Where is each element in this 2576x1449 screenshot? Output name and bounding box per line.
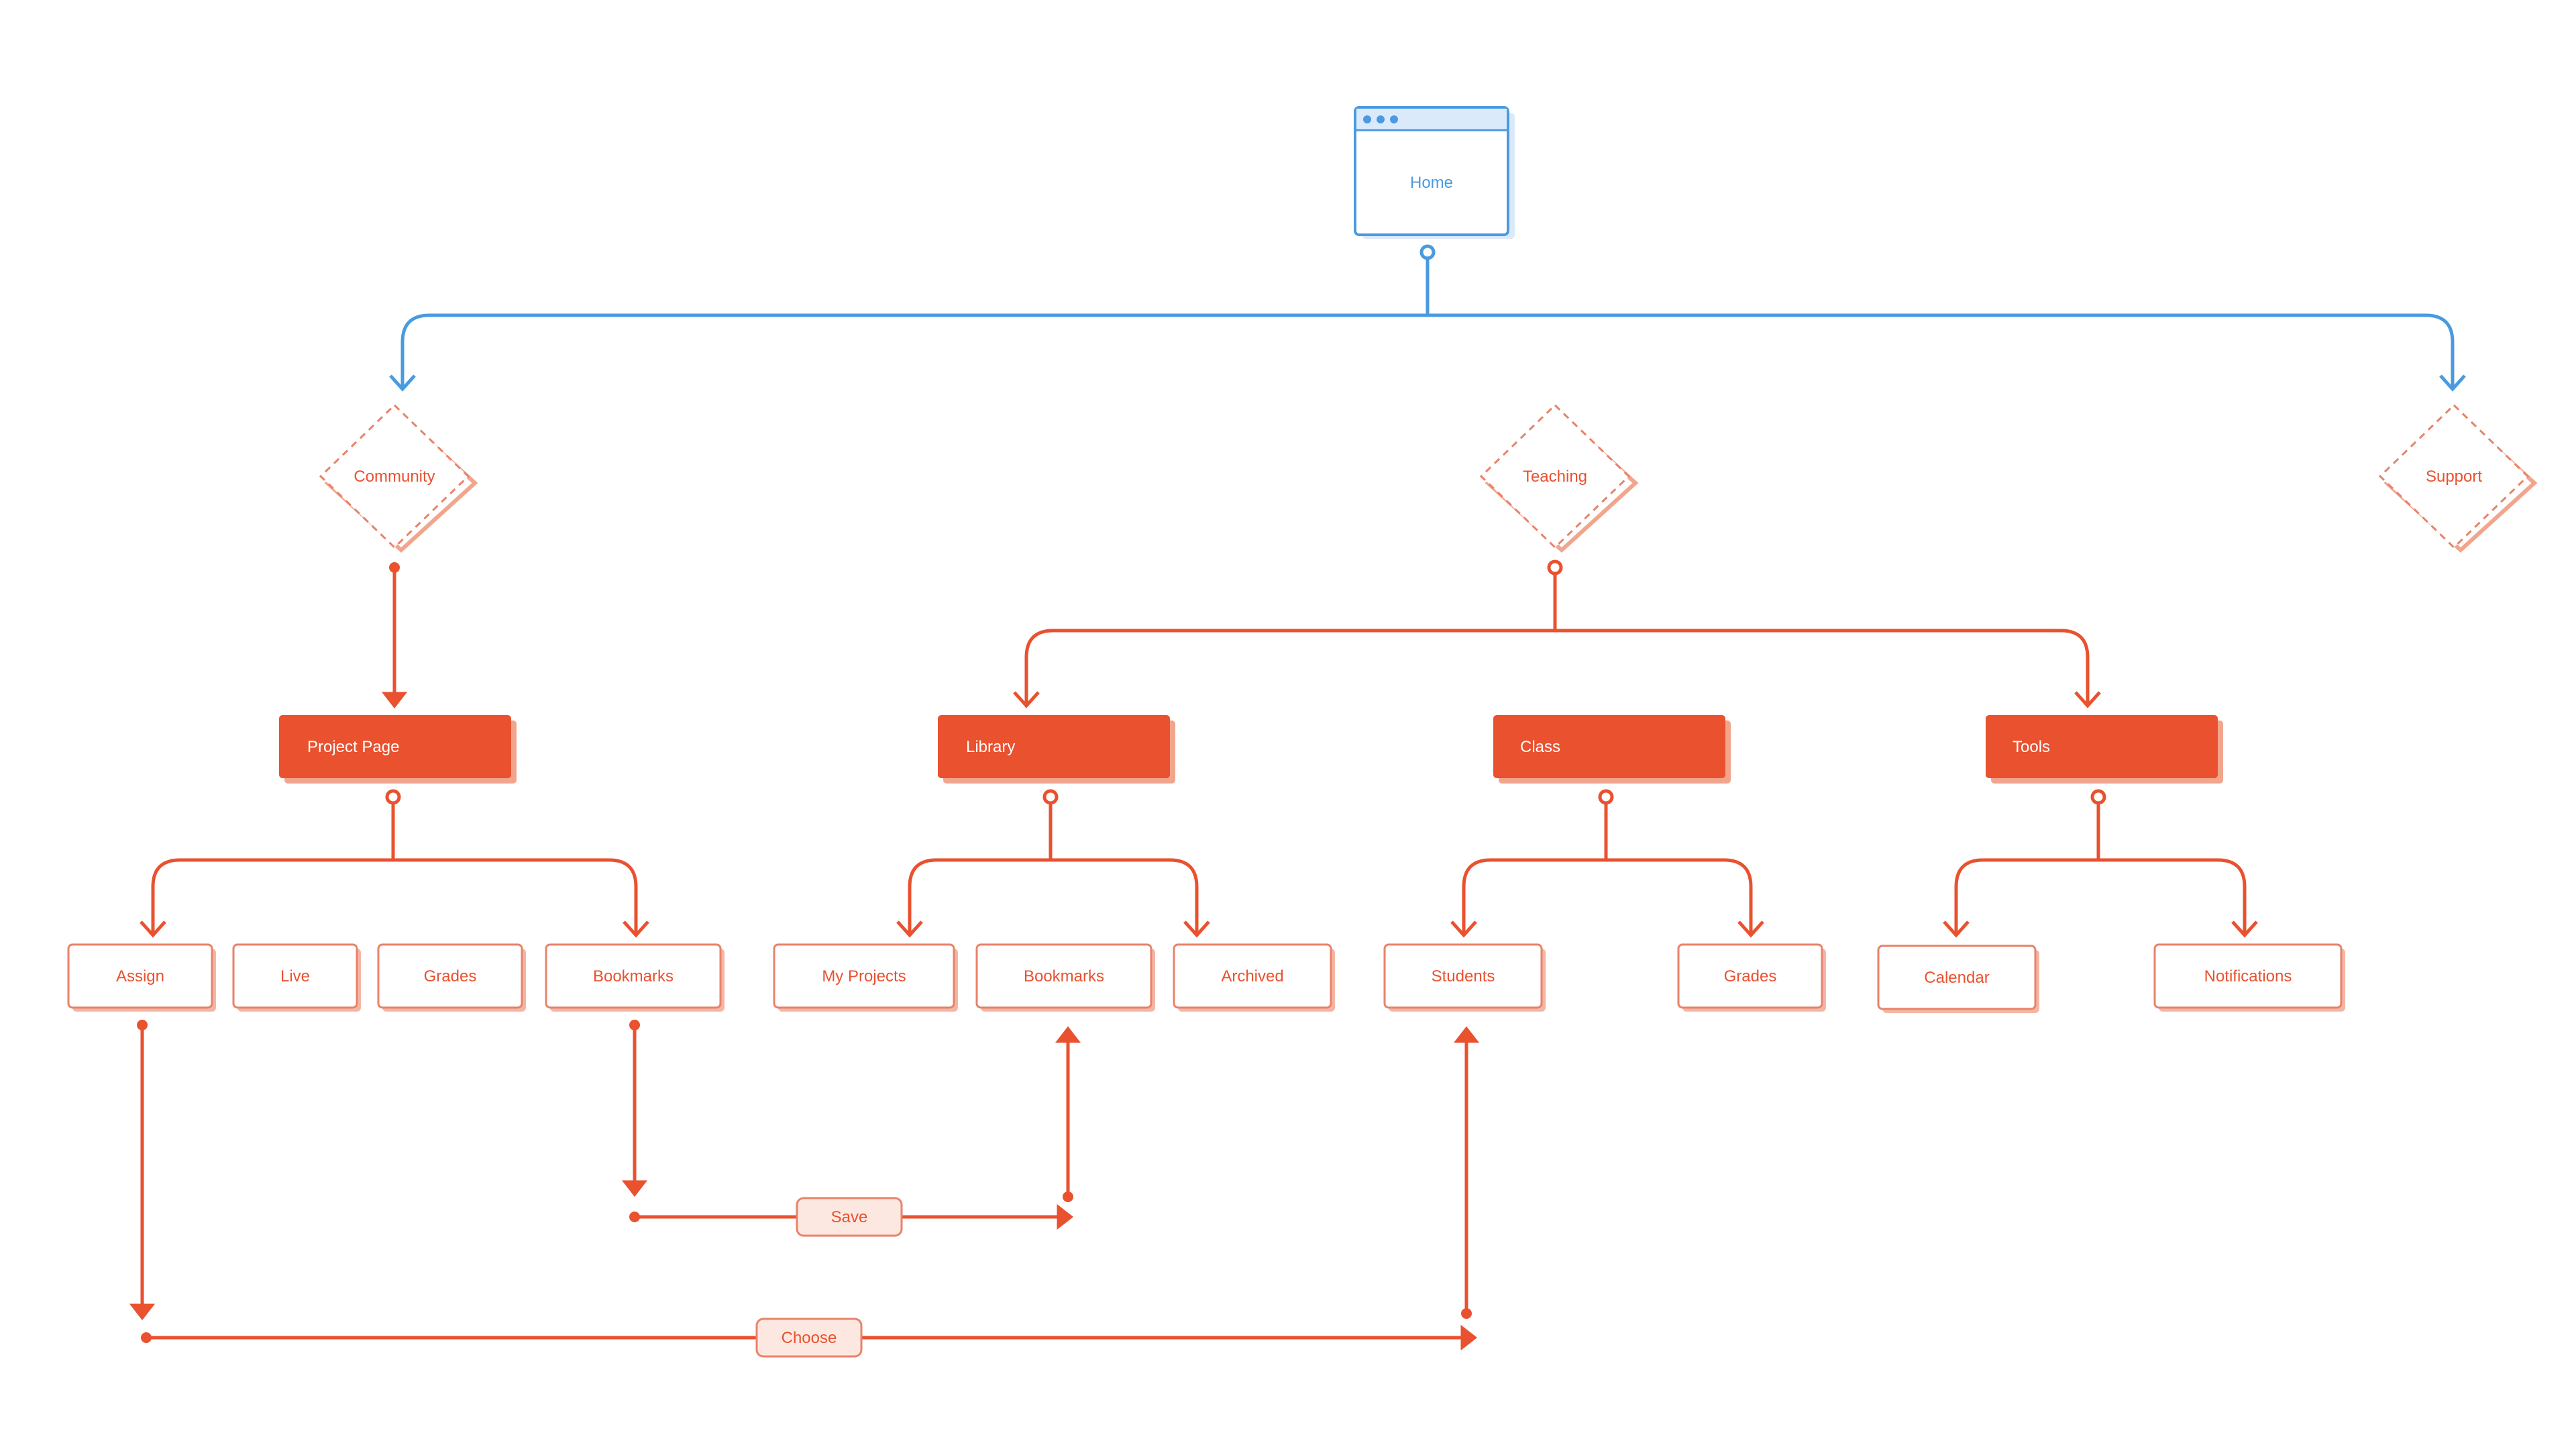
leaf-my-projects[interactable]: My Projects: [773, 943, 958, 1012]
flow-label: Save: [831, 1208, 868, 1226]
page-library[interactable]: Library: [938, 715, 1175, 784]
leaf-grades[interactable]: Grades: [377, 943, 526, 1012]
flow-choose-label[interactable]: Choose: [755, 1318, 863, 1358]
community-connector: [381, 562, 408, 709]
flow-label: Choose: [782, 1329, 837, 1347]
leaf-bookmarks[interactable]: Bookmarks: [545, 943, 724, 1012]
section-support[interactable]: Support: [2378, 403, 2538, 553]
save-flow-lines: [621, 1020, 1081, 1230]
leaf-label: Grades: [1724, 967, 1777, 985]
leaf-grades[interactable]: Grades: [1677, 943, 1826, 1012]
leaf-label: Assign: [116, 967, 164, 985]
page-tools[interactable]: Tools: [1986, 715, 2223, 784]
leaf-assign[interactable]: Assign: [67, 943, 216, 1012]
leaf-label: Live: [280, 967, 310, 985]
flow-save-label[interactable]: Save: [796, 1197, 903, 1237]
leaf-label: Grades: [424, 967, 477, 985]
leaf-label: Archived: [1221, 967, 1283, 985]
leaf-label: Bookmarks: [593, 967, 674, 985]
page-connectors: [140, 789, 2258, 938]
leaf-notifications[interactable]: Notifications: [2153, 943, 2345, 1012]
leaf-archived[interactable]: Archived: [1173, 943, 1335, 1012]
leaf-label: My Projects: [822, 967, 906, 985]
leaf-label: Notifications: [2204, 967, 2292, 985]
home-connectors: [389, 244, 2466, 392]
page-class[interactable]: Class: [1493, 715, 1731, 784]
section-label: Teaching: [1523, 468, 1587, 486]
page-label: Class: [1520, 738, 1560, 756]
page-label: Project Page: [307, 738, 399, 756]
browser-window-icon: [1355, 109, 1508, 131]
section-label: Community: [354, 468, 435, 486]
leaf-calendar[interactable]: Calendar: [1877, 945, 2039, 1013]
page-label: Library: [966, 738, 1015, 756]
page-label: Tools: [2012, 738, 2050, 756]
leaf-students[interactable]: Students: [1383, 943, 1546, 1012]
leaf-live[interactable]: Live: [232, 943, 361, 1012]
teaching-connectors: [1013, 559, 2101, 708]
section-label: Support: [2426, 468, 2482, 486]
section-teaching[interactable]: Teaching: [1479, 403, 1639, 553]
leaf-label: Bookmarks: [1024, 967, 1104, 985]
leaf-label: Students: [1432, 967, 1495, 985]
choose-flow-lines: [129, 1020, 1480, 1351]
leaf-bookmarks[interactable]: Bookmarks: [975, 943, 1155, 1012]
home-node[interactable]: Home: [1354, 106, 1515, 239]
section-community[interactable]: Community: [319, 403, 478, 553]
page-project-page[interactable]: Project Page: [279, 715, 517, 784]
leaf-label: Calendar: [1924, 969, 1989, 987]
home-label: Home: [1410, 174, 1453, 192]
